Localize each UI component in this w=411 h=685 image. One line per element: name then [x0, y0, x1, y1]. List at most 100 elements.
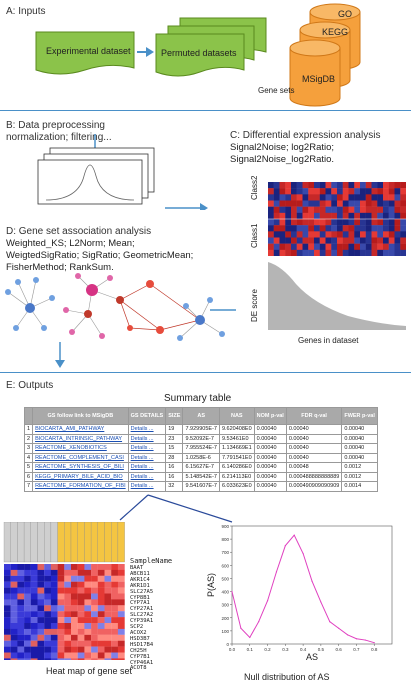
heatmap-cell	[37, 605, 45, 612]
heatmap-cell	[383, 231, 389, 238]
heatmap-cell	[314, 249, 320, 256]
heatmap-cell	[296, 231, 303, 238]
heatmap-cell	[371, 225, 378, 232]
heatmap-cell	[17, 658, 25, 660]
heatmap-cell	[24, 564, 31, 570]
heatmap-cell	[394, 219, 401, 226]
heatmap-cell	[319, 237, 326, 244]
heatmap-cell	[117, 575, 125, 582]
heatmap-cell	[388, 182, 395, 189]
heatmap-cell	[50, 634, 58, 641]
heatmap-cell	[279, 200, 286, 207]
heatmap-cell	[10, 623, 18, 629]
gene-set-link[interactable]: REACTOME_FORMATION_OF_FIBI	[32, 481, 129, 492]
heatmap-cell	[84, 581, 92, 588]
heatmap-cell	[24, 617, 31, 624]
expression-heatmap	[268, 182, 406, 256]
heatmap-cell	[30, 658, 38, 660]
heatmap-cell	[30, 569, 38, 576]
heatmap-cell	[302, 231, 309, 238]
heatmap-cell	[97, 587, 105, 594]
heatmap-cell	[337, 225, 343, 232]
heatmap-cell	[273, 206, 280, 214]
heatmap-cell	[111, 634, 118, 641]
heatmap-cell	[64, 617, 72, 624]
heatmap-cell	[268, 231, 274, 238]
section-a-title: A: Inputs	[6, 6, 46, 17]
heatmap-cell	[30, 634, 38, 641]
heatmap-cell	[354, 225, 361, 232]
heatmap-caption: Heat map of gene set	[46, 666, 133, 676]
heatmap-cell	[77, 640, 85, 647]
heatmap-cell	[291, 243, 297, 251]
heatmap-cell	[354, 237, 361, 244]
heatmap-cell	[296, 225, 303, 232]
gene-name: ABCB11	[130, 570, 150, 577]
heatmap-cell	[10, 634, 18, 641]
gene-name: AKR1C4	[130, 576, 150, 583]
data-point	[338, 627, 340, 629]
summary-table-title: Summary table	[164, 393, 232, 404]
heatmap-cell	[64, 587, 72, 594]
heatmap-cell	[365, 243, 372, 251]
heatmap-cell	[342, 182, 349, 189]
heatmap-cell	[268, 206, 274, 214]
heatmap-cell	[337, 237, 343, 244]
heatmap-cell	[10, 575, 18, 582]
heatmap-cell	[371, 182, 378, 189]
y-axis-label: P(AS)	[206, 573, 216, 597]
heatmap-cell	[64, 652, 72, 659]
heatmap-cell	[84, 646, 92, 653]
heatmap-cell	[50, 628, 58, 635]
gene-name: SCP2	[130, 624, 144, 631]
heatmap-cell	[37, 617, 45, 624]
heatmap-cell	[97, 640, 105, 647]
heatmap-cell	[268, 194, 274, 201]
heatmap-cell	[285, 194, 292, 201]
heatmap-cell	[24, 646, 31, 653]
heatmap-cell	[4, 628, 11, 635]
sample-name-label: SampleName	[130, 557, 173, 565]
heatmap-cell	[97, 605, 105, 612]
heatmap-cell	[348, 225, 355, 232]
heatmap-cell	[77, 564, 85, 570]
heatmap-cell	[285, 225, 292, 232]
data-point	[329, 621, 331, 623]
db-label-go: GO	[338, 9, 353, 19]
heatmap-cell	[377, 237, 384, 244]
heatmap-cell	[400, 194, 406, 201]
heatmap-cell	[337, 243, 343, 251]
heatmap-cell	[71, 640, 78, 647]
section-d-title: D: Gene set association analysis	[6, 226, 152, 237]
heatmap-cell	[24, 652, 31, 659]
heatmap-cell	[57, 564, 65, 570]
heatmap-cell	[4, 617, 11, 624]
null-distribution-caption: Null distribution of AS	[244, 672, 330, 682]
data-point	[320, 601, 322, 603]
heatmap-cell	[325, 243, 332, 251]
heatmap-cell	[50, 569, 58, 576]
heatmap-cell	[57, 605, 65, 612]
heatmap-cell	[342, 249, 349, 256]
heatmap-cell	[331, 237, 338, 244]
heatmap-cell	[24, 628, 31, 635]
heatmap-cell	[111, 587, 118, 594]
heatmap-cell	[342, 231, 349, 238]
heatmap-cell	[325, 188, 332, 195]
heatmap-cell	[57, 581, 65, 588]
heatmap-cell	[64, 581, 72, 588]
heatmap-cell	[17, 617, 25, 624]
heatmap-cell	[10, 628, 18, 635]
heatmap-cell	[91, 623, 98, 629]
heatmap-cell	[291, 231, 297, 238]
heatmap-cell	[302, 243, 309, 251]
heatmap-cell	[50, 605, 58, 612]
gene-name: CYP27A1	[130, 606, 154, 613]
heatmap-cell	[77, 623, 85, 629]
section-c-title: C: Differential expression analysis	[230, 130, 381, 141]
heatmap-cell	[37, 628, 45, 635]
heatmap-cell	[84, 593, 92, 600]
heatmap-cell	[394, 225, 401, 232]
